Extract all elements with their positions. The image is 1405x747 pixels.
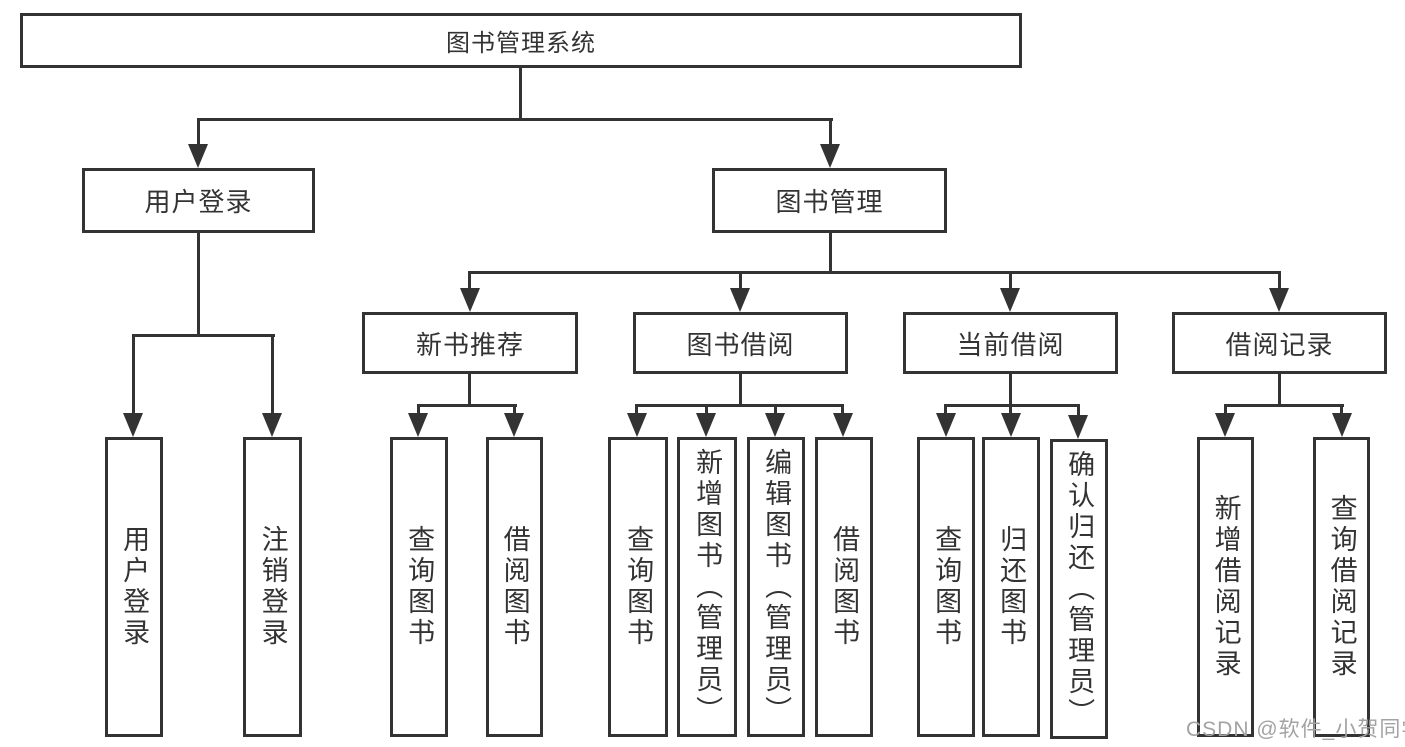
connector-line (739, 273, 742, 290)
connector-line (944, 404, 1080, 407)
arrowhead-down (460, 288, 480, 312)
node-book-management: 图书管理 (712, 168, 947, 233)
connector-line (197, 120, 200, 146)
node-new-book-recommendation: 新书推荐 (362, 312, 578, 374)
arrowhead-down (1215, 413, 1235, 437)
connector-line (635, 406, 638, 415)
leaf-edit-books-admin: 编辑图书（管理员） (747, 437, 805, 737)
connector-line (197, 233, 200, 336)
connector-line (1009, 273, 1012, 290)
arrowhead-down (408, 413, 428, 437)
node-book-borrowing: 图书借阅 (633, 312, 848, 374)
arrowhead-down (188, 144, 208, 168)
arrowhead-down (1269, 288, 1289, 312)
leaf-confirm-return-admin: 确认归还（管理员） (1050, 439, 1108, 739)
leaf-return-books: 归还图书 (982, 437, 1040, 737)
connector-line (1224, 406, 1227, 415)
connector-line (739, 374, 742, 406)
node-current-borrowing: 当前借阅 (903, 312, 1118, 374)
connector-line (1077, 406, 1080, 415)
connector-line (468, 374, 471, 406)
leaf-label: 用户登录 (119, 525, 150, 649)
arrowhead-down (1068, 415, 1088, 439)
leaf-logout: 注销登录 (243, 437, 302, 737)
leaf-label: 查询图书 (931, 525, 962, 649)
connector-line (705, 406, 708, 415)
connector-line (513, 406, 516, 415)
connector-line (1009, 406, 1012, 415)
arrowhead-down (123, 413, 143, 437)
arrowhead-down (1000, 288, 1020, 312)
leaf-label: 借阅图书 (829, 525, 860, 649)
connector-line (1340, 406, 1343, 415)
leaf-borrow-books: 借阅图书 (486, 437, 543, 737)
arrowhead-down (833, 413, 853, 437)
arrowhead-down (820, 144, 840, 168)
connector-line (417, 406, 420, 415)
connector-line (1278, 374, 1281, 406)
leaf-label: 编辑图书（管理员） (761, 447, 792, 727)
arrowhead-down (730, 288, 750, 312)
connector-line (417, 404, 517, 407)
leaf-query-books: 查询图书 (390, 437, 448, 737)
leaf-label: 注销登录 (257, 525, 288, 649)
arrowhead-down (627, 413, 647, 437)
arrowhead-down (262, 413, 282, 437)
connector-line (841, 406, 844, 415)
connector-line (635, 404, 844, 407)
connector-line (944, 406, 947, 415)
leaf-borrow-books: 借阅图书 (815, 437, 873, 737)
node-borrowing-records: 借阅记录 (1172, 312, 1387, 374)
connector-line (271, 336, 274, 414)
arrowhead-down (504, 413, 524, 437)
connector-line (829, 233, 832, 273)
arrowhead-down (1001, 413, 1021, 437)
connector-line (468, 273, 471, 290)
leaf-query-borrow-record: 查询借阅记录 (1313, 437, 1370, 737)
leaf-add-borrow-record: 新增借阅记录 (1197, 437, 1254, 737)
arrowhead-down (765, 413, 785, 437)
leaf-label: 新增图书（管理员） (692, 447, 723, 727)
leaf-query-books: 查询图书 (917, 437, 975, 737)
arrowhead-down (1332, 413, 1352, 437)
leaf-label: 查询图书 (623, 525, 654, 649)
connector-line (197, 118, 833, 121)
leaf-label: 查询图书 (404, 525, 435, 649)
connector-line (1224, 404, 1344, 407)
node-user-login: 用户登录 (82, 168, 315, 233)
leaf-label: 归还图书 (996, 525, 1027, 649)
connector-line (468, 271, 1281, 274)
arrowhead-down (696, 413, 716, 437)
connector-line (132, 336, 135, 414)
csdn-watermark: CSDN @软件_小贺同学 (1186, 718, 1405, 741)
connector-line (1278, 273, 1281, 290)
leaf-label: 查询借阅记录 (1326, 494, 1357, 680)
leaf-user-login: 用户登录 (105, 437, 163, 737)
leaf-label: 借阅图书 (499, 525, 530, 649)
connector-line (132, 334, 275, 337)
connector-line (519, 68, 522, 120)
leaf-query-books: 查询图书 (608, 437, 668, 737)
connector-line (774, 406, 777, 415)
leaf-add-books-admin: 新增图书（管理员） (677, 437, 737, 737)
connector-line (1009, 374, 1012, 406)
connector-line (829, 120, 832, 146)
arrowhead-down (936, 413, 956, 437)
leaf-label: 确认归还（管理员） (1064, 449, 1095, 729)
leaf-label: 新增借阅记录 (1210, 494, 1241, 680)
node-book-management-system: 图书管理系统 (20, 13, 1022, 68)
